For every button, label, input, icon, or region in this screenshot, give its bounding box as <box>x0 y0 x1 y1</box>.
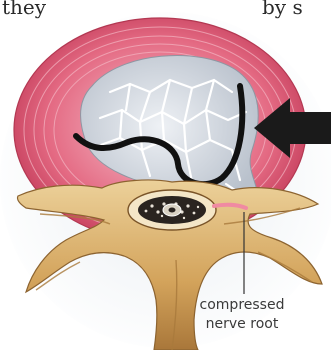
compressed-nerve-root-label: compressed nerve root <box>182 296 302 334</box>
callout-line-1: compressed <box>182 296 302 315</box>
callout-line-2: nerve root <box>182 315 302 334</box>
